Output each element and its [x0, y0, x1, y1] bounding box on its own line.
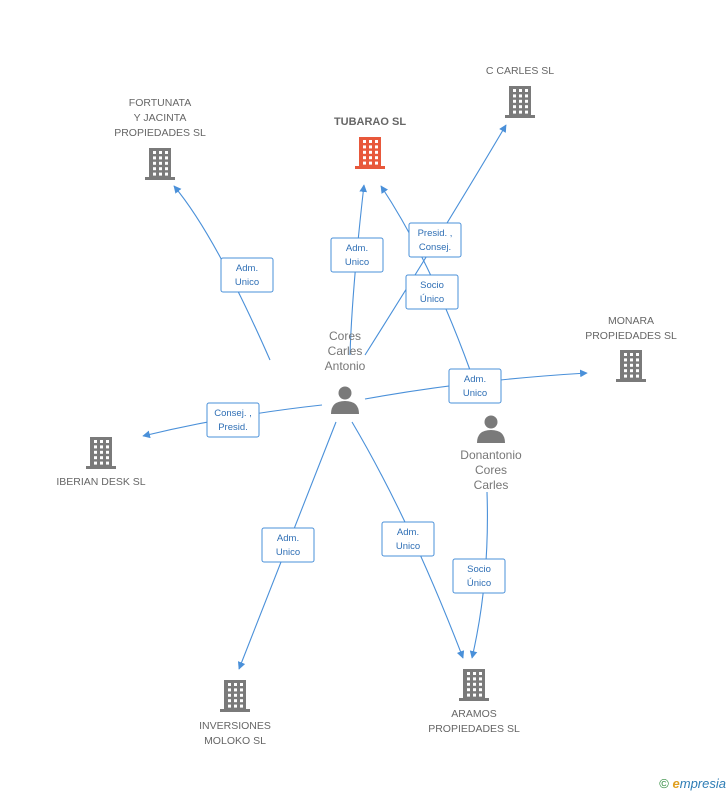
node-label: PROPIEDADES SL [585, 330, 677, 342]
edge-label-text: Adm. [464, 374, 486, 385]
node-label: PROPIEDADES SL [428, 723, 520, 735]
edge-label[interactable]: Adm. Unico [448, 368, 502, 404]
edge-donantonio-to-tubarao [380, 185, 471, 371]
node-label: Donantonio [460, 448, 522, 462]
edge-label[interactable]: Consej. , Presid. [206, 402, 260, 438]
node-label: MOLOKO SL [204, 735, 266, 747]
edge-label-text: Socio [420, 280, 444, 291]
edge-label-text: Unico [396, 541, 420, 552]
node-label: FORTUNATA [129, 97, 191, 109]
edge-label-text: Presid. , [418, 228, 453, 239]
node-label: Cores [475, 463, 507, 477]
node-label: TUBARAO SL [334, 116, 406, 128]
node-label: PROPIEDADES SL [114, 127, 206, 139]
building-icon[interactable] [145, 148, 175, 180]
edge-label-text: Único [420, 294, 444, 305]
node-label: IBERIAN DESK SL [56, 476, 145, 488]
building-icon[interactable] [459, 669, 489, 701]
edges-layer [142, 124, 588, 670]
person-icon[interactable] [331, 386, 359, 415]
edge-cores-to-tubarao [349, 184, 368, 356]
node-label: Antonio [325, 359, 366, 373]
edge-label-text: Unico [276, 547, 300, 558]
edge-label-text: Consej. , [214, 408, 252, 419]
node-tubarao[interactable]: TUBARAO SL [334, 116, 406, 169]
node-label: MONARA [608, 315, 654, 327]
edge-label-box[interactable] [381, 521, 435, 557]
edge-label-box[interactable] [206, 402, 260, 438]
edge-label-text: Adm. [397, 527, 419, 538]
edge-cores-to-fortunata [173, 185, 271, 361]
node-monara[interactable]: MONARA PROPIEDADES SL [585, 315, 677, 382]
building-icon[interactable] [86, 437, 116, 469]
edge-label-text: Unico [345, 257, 369, 268]
edge-label-box[interactable] [448, 368, 502, 404]
node-aramos[interactable]: ARAMOS PROPIEDADES SL [428, 669, 520, 735]
brand-name: mpresia [679, 776, 726, 791]
node-label: Cores [329, 329, 361, 343]
node-label: C CARLES SL [486, 65, 554, 77]
edge-label-box[interactable] [452, 558, 506, 594]
building-icon[interactable] [355, 137, 385, 169]
edge-label-text: Adm. [346, 243, 368, 254]
edge-label[interactable]: Adm. Unico [381, 521, 435, 557]
node-label: Carles [328, 344, 363, 358]
node-label: ARAMOS [451, 708, 497, 720]
edge-label-text: Unico [235, 277, 259, 288]
edge-label-text: Único [467, 578, 491, 589]
node-fortunata[interactable]: FORTUNATA Y JACINTA PROPIEDADES SL [114, 97, 206, 180]
edge-label[interactable]: Adm. Unico [261, 527, 315, 563]
edge-label-text: Socio [467, 564, 491, 575]
nodes-layer: TUBARAO SL C CARLES SL FORTUNATA Y JACINTA P… [56, 65, 677, 747]
node-label: Carles [474, 478, 509, 492]
edge-label-text: Adm. [277, 533, 299, 544]
edge-label-text: Presid. [218, 422, 248, 433]
edge-label-text: Adm. [236, 263, 258, 274]
brand-initial: e [672, 776, 680, 791]
person-icon[interactable] [477, 415, 505, 444]
empresia-watermark: © empresia [659, 776, 726, 791]
edge-label[interactable]: Adm. Unico [330, 237, 384, 273]
edge-label-box[interactable] [330, 237, 384, 273]
node-iberian[interactable]: IBERIAN DESK SL [56, 437, 146, 488]
edge-label-box[interactable] [261, 527, 315, 563]
node-label: Y JACINTA [134, 112, 187, 124]
node-ccarles[interactable]: C CARLES SL [486, 65, 554, 118]
building-icon[interactable] [505, 86, 535, 118]
node-inversiones[interactable]: INVERSIONES MOLOKO SL [199, 680, 271, 747]
building-icon[interactable] [220, 680, 250, 712]
node-label: INVERSIONES [199, 720, 271, 732]
edge-label-box[interactable] [405, 274, 459, 310]
building-icon[interactable] [616, 350, 646, 382]
edge-label[interactable]: Presid. , Consej. [408, 222, 462, 258]
edge-label-text: Unico [463, 388, 487, 399]
edge-label-box[interactable] [408, 222, 462, 258]
edge-label-text: Consej. [419, 242, 451, 253]
copyright-symbol: © [659, 776, 669, 791]
edge-label-box[interactable] [220, 257, 274, 293]
edge-label[interactable]: Adm. Unico [220, 257, 274, 293]
